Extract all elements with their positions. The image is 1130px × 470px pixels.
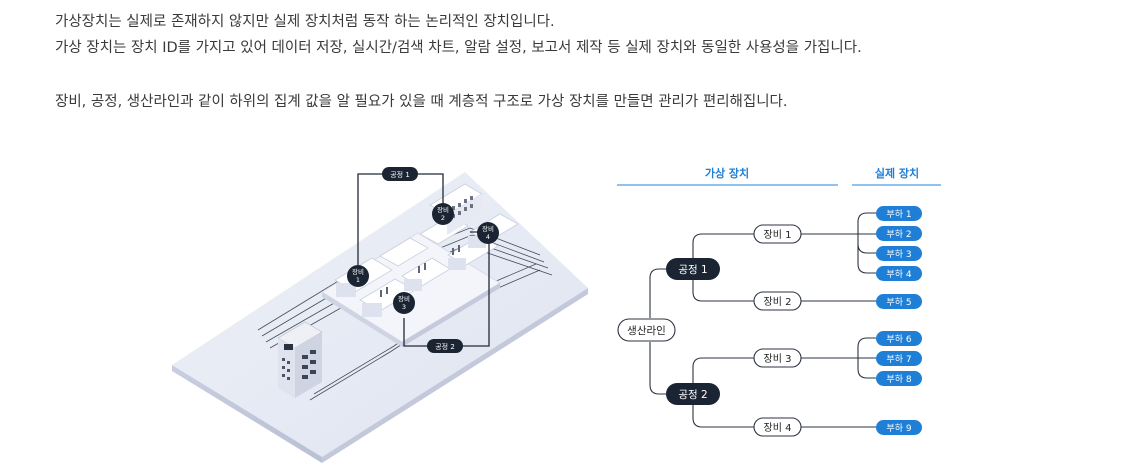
node-load-9[interactable]: 부하 9	[876, 420, 922, 435]
node-equipment-1[interactable]: 장비 1	[753, 224, 802, 244]
node-equipment-3[interactable]: 장비 3	[753, 348, 802, 368]
svg-text:장비 1: 장비 1	[764, 229, 792, 241]
svg-text:공정 2: 공정 2	[435, 342, 455, 351]
svg-text:장비: 장비	[398, 294, 410, 303]
intro-text: 가상장치는 실제로 존재하지 않지만 실제 장치처럼 동작 하는 논리적인 장치…	[55, 9, 862, 115]
svg-text:2: 2	[441, 214, 445, 222]
svg-text:장비: 장비	[482, 224, 494, 233]
svg-text:부하 1: 부하 1	[886, 209, 911, 220]
svg-text:부하 4: 부하 4	[886, 269, 911, 280]
node-load-3[interactable]: 부하 3	[876, 246, 922, 261]
node-production-line[interactable]: 생산라인	[617, 318, 676, 342]
equipment-1-marker: 장비 1	[347, 265, 369, 287]
header-virtual-device: 가상 장치	[705, 166, 749, 180]
svg-text:부하 6: 부하 6	[886, 334, 911, 345]
svg-text:1: 1	[356, 276, 360, 284]
intro-line-3: 장비, 공정, 생산라인과 같이 하위의 집계 값을 알 필요가 있을 때 계층…	[55, 94, 788, 110]
svg-text:공정 2: 공정 2	[678, 389, 707, 401]
control-cabinet	[277, 321, 323, 398]
svg-text:장비 3: 장비 3	[764, 353, 792, 365]
svg-text:4: 4	[486, 233, 490, 241]
node-process-1[interactable]: 공정 1	[666, 258, 720, 280]
tree-connectors	[649, 212, 876, 428]
svg-text:장비 2: 장비 2	[764, 296, 792, 308]
process-1-tag: 공정 1	[382, 167, 418, 181]
node-load-7[interactable]: 부하 7	[876, 351, 922, 366]
intro-line-2: 가상 장치는 장치 ID를 가지고 있어 데이터 저장, 실시간/검색 차트, …	[55, 40, 862, 56]
svg-text:공정 1: 공정 1	[678, 264, 707, 276]
floor-slab-side-left	[172, 365, 322, 463]
equipment-2-marker: 장비 2	[432, 203, 454, 225]
svg-text:3: 3	[402, 303, 406, 311]
header-real-device: 실제 장치	[875, 166, 919, 180]
svg-text:공정 1: 공정 1	[390, 170, 410, 179]
node-load-4[interactable]: 부하 4	[876, 266, 922, 281]
svg-text:부하 8: 부하 8	[886, 374, 911, 385]
node-load-8[interactable]: 부하 8	[876, 371, 922, 386]
svg-text:장비: 장비	[437, 205, 449, 214]
node-load-6[interactable]: 부하 6	[876, 331, 922, 346]
node-equipment-4[interactable]: 장비 4	[753, 417, 802, 437]
svg-text:장비: 장비	[352, 267, 364, 276]
equipment-3-marker: 장비 3	[393, 292, 415, 314]
svg-text:부하 7: 부하 7	[886, 354, 911, 365]
floor-slab-side-right	[322, 288, 588, 463]
node-equipment-2[interactable]: 장비 2	[753, 291, 802, 311]
svg-text:장비 4: 장비 4	[764, 422, 792, 434]
svg-text:부하 5: 부하 5	[886, 297, 911, 308]
node-load-5[interactable]: 부하 5	[876, 294, 922, 309]
node-load-1[interactable]: 부하 1	[876, 206, 922, 221]
node-load-2[interactable]: 부하 2	[876, 226, 922, 241]
intro-line-1: 가상장치는 실제로 존재하지 않지만 실제 장치처럼 동작 하는 논리적인 장치…	[55, 14, 555, 30]
svg-text:부하 9: 부하 9	[886, 423, 911, 434]
svg-text:부하 3: 부하 3	[886, 249, 911, 260]
svg-text:부하 2: 부하 2	[886, 229, 911, 240]
node-process-2[interactable]: 공정 2	[666, 383, 720, 405]
process-2-tag: 공정 2	[427, 339, 463, 353]
equipment-4-marker: 장비 4	[477, 222, 499, 244]
svg-text:생산라인: 생산라인	[627, 325, 666, 337]
